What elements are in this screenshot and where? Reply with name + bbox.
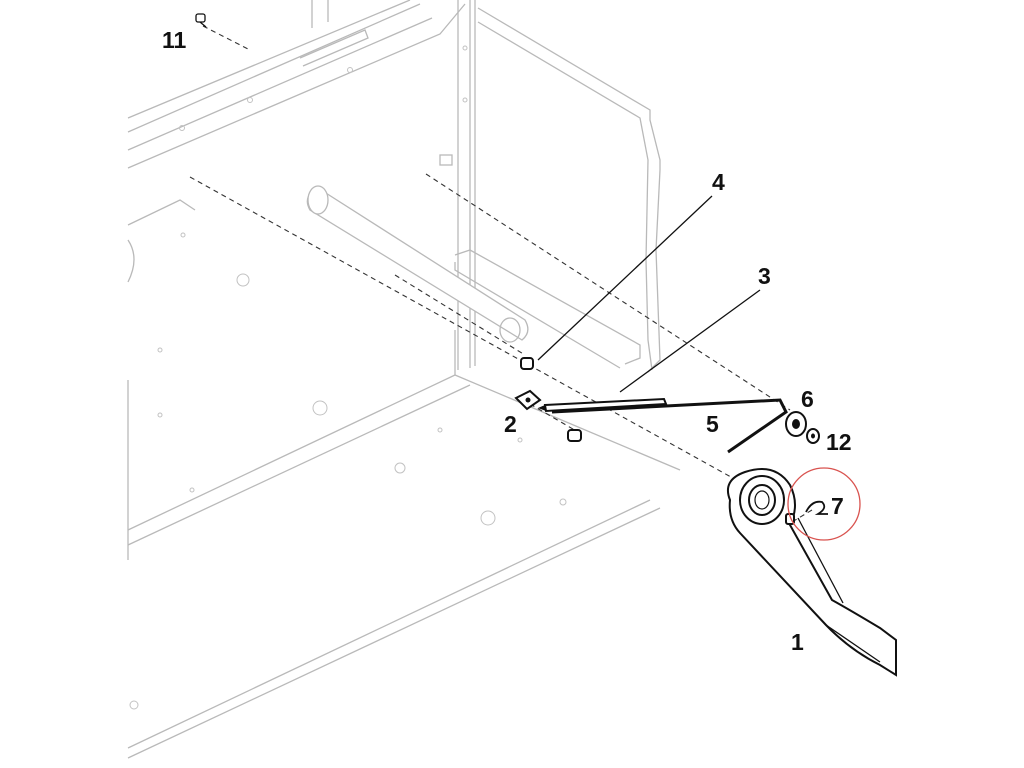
bolt-4 (520, 357, 534, 370)
callout-1: 1 (791, 629, 804, 655)
clip-7 (805, 500, 828, 515)
callout-3: 3 (758, 263, 771, 289)
machine-frame (127, 0, 681, 759)
bracket-2 (514, 389, 542, 411)
nut-12 (806, 428, 820, 444)
rod-3 (538, 397, 668, 413)
lever-arm-1 (726, 468, 897, 677)
leader-lines (537, 195, 761, 393)
cable-5 (551, 398, 788, 454)
assembly-centerlines (189, 25, 813, 523)
callout-5: 5 (706, 411, 719, 437)
callout-7: 7 (831, 493, 844, 519)
callout-2: 2 (504, 411, 517, 437)
callout-12: 12 (826, 429, 852, 455)
washer-6 (785, 411, 807, 437)
highlight-circle (787, 467, 861, 541)
callout-6: 6 (801, 386, 814, 412)
callout-4: 4 (712, 169, 725, 195)
screw-under-bracket (567, 429, 582, 442)
callout-11: 11 (162, 27, 187, 53)
screw-11 (195, 13, 207, 28)
